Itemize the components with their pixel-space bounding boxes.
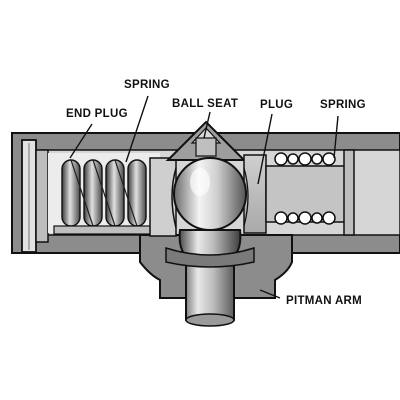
end-plug-label: END PLUG bbox=[66, 108, 128, 120]
left-spring-leader bbox=[125, 95, 149, 163]
ball-seat-leader bbox=[203, 111, 211, 139]
plug-leader bbox=[257, 113, 273, 185]
upper-ball-seat bbox=[165, 120, 247, 161]
plug-label: PLUG bbox=[260, 99, 293, 111]
ball-seat-label: BALL SEAT bbox=[172, 98, 238, 110]
pitman-arm-stud bbox=[165, 229, 255, 327]
leader-lines bbox=[69, 95, 339, 299]
left-ball-seat bbox=[149, 157, 177, 237]
right-spring-label: SPRING bbox=[320, 99, 366, 111]
right-spring-leader bbox=[333, 115, 339, 159]
pitman-arm-leader bbox=[259, 289, 281, 299]
end-plug-leader bbox=[69, 123, 93, 159]
left-spring bbox=[48, 153, 160, 235]
right-spring bbox=[274, 152, 336, 225]
ball-stud bbox=[173, 157, 247, 231]
end-plug bbox=[21, 139, 49, 253]
right-spring-retainer bbox=[343, 149, 355, 236]
pitman-arm-label: PITMAN ARM bbox=[286, 295, 362, 307]
left-spring-label: SPRING bbox=[124, 79, 170, 91]
